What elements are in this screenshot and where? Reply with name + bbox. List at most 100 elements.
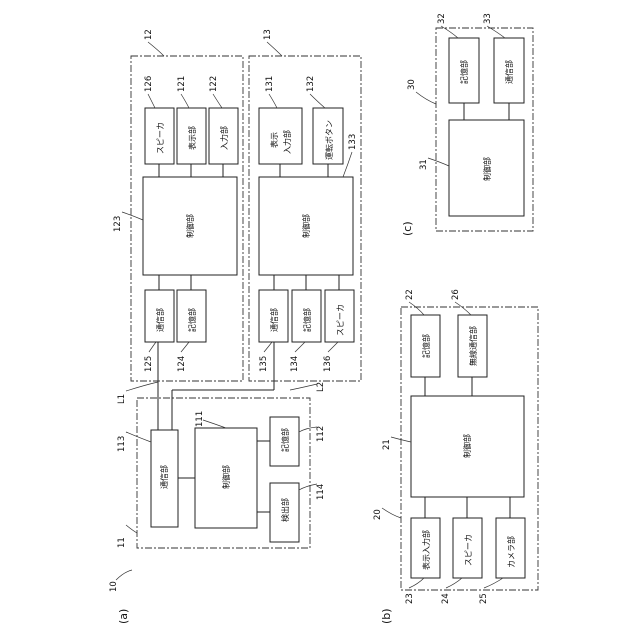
ref-24: 24 bbox=[441, 593, 451, 604]
ref-125: 125 bbox=[144, 356, 154, 372]
ref-122: 122 bbox=[209, 76, 219, 92]
leader-31 bbox=[428, 158, 449, 166]
figure-a: (a) 10 11 通信部 113 制御部 111 記憶部 112 検出部 11… bbox=[109, 29, 361, 624]
caption-b: (b) bbox=[380, 608, 393, 624]
comm-unit-33-label: 通信部 bbox=[504, 60, 514, 84]
leader-134 bbox=[295, 342, 305, 352]
figure-c: (c) 30 記憶部 32 通信部 33 制御部 31 bbox=[401, 13, 533, 236]
leader-25 bbox=[484, 578, 503, 588]
display-input-unit-131-label-2: 入力部 bbox=[282, 130, 292, 154]
ref-33: 33 bbox=[483, 13, 493, 24]
ref-22: 22 bbox=[405, 289, 415, 300]
leader-135 bbox=[264, 342, 272, 352]
leader-20 bbox=[382, 508, 401, 518]
ref-L2: L2 bbox=[316, 382, 326, 392]
comm-unit-125-label: 通信部 bbox=[155, 308, 165, 332]
ref-121: 121 bbox=[177, 76, 187, 92]
leader-30 bbox=[416, 92, 436, 104]
ref-10: 10 bbox=[109, 581, 119, 592]
ref-112: 112 bbox=[316, 426, 326, 442]
control-unit-123-label: 制御部 bbox=[185, 214, 195, 238]
comm-unit-135-label: 通信部 bbox=[269, 308, 279, 332]
display-input-unit-131 bbox=[259, 108, 302, 164]
leader-24 bbox=[446, 578, 462, 588]
leader-L1 bbox=[126, 382, 158, 391]
wireless-unit-26-label: 無線通信部 bbox=[468, 326, 478, 366]
leader-114 bbox=[299, 484, 317, 490]
storage-unit-112-label: 記憶部 bbox=[280, 428, 290, 452]
speaker-unit-136-label: スピーカ bbox=[336, 304, 345, 336]
ref-134: 134 bbox=[290, 356, 300, 372]
ref-30: 30 bbox=[407, 79, 417, 90]
ref-133: 133 bbox=[348, 134, 358, 150]
leader-L2 bbox=[290, 384, 317, 390]
display-unit-121-label: 表示部 bbox=[187, 126, 197, 150]
ref-23: 23 bbox=[405, 593, 415, 604]
ref-26: 26 bbox=[451, 289, 461, 300]
leader-136 bbox=[328, 342, 338, 352]
leader-111 bbox=[203, 420, 226, 428]
leader-123 bbox=[122, 212, 143, 220]
speaker-unit-126-label: スピーカ bbox=[156, 122, 165, 154]
control-unit-21-label: 制御部 bbox=[462, 434, 472, 458]
ref-114: 114 bbox=[316, 484, 326, 500]
leader-122 bbox=[213, 94, 222, 108]
storage-unit-22-label: 記憶部 bbox=[421, 334, 431, 358]
display-input-unit-23-label: 表示入力部 bbox=[421, 530, 431, 570]
display-input-unit-131-label-1: 表示 bbox=[269, 132, 279, 148]
leader-124 bbox=[181, 342, 189, 352]
leader-10 bbox=[116, 570, 132, 580]
device-13: 13 表示 入力部 131 運転ボタン 132 制御部 133 通信部 135 … bbox=[249, 29, 361, 381]
leader-12 bbox=[148, 42, 164, 56]
leader-121 bbox=[181, 94, 189, 108]
detect-unit-114-label: 検出部 bbox=[280, 498, 290, 522]
ref-111: 111 bbox=[195, 411, 205, 427]
leader-26 bbox=[455, 302, 471, 315]
ref-135: 135 bbox=[259, 356, 269, 372]
device-11: 11 通信部 113 制御部 111 記憶部 112 検出部 114 bbox=[117, 398, 326, 548]
leader-23 bbox=[409, 578, 424, 588]
caption-a: (a) bbox=[117, 609, 130, 624]
ref-31: 31 bbox=[419, 159, 429, 170]
ref-136: 136 bbox=[323, 356, 333, 372]
ref-25: 25 bbox=[479, 593, 489, 604]
ref-126: 126 bbox=[144, 76, 154, 92]
control-unit-133-label: 制御部 bbox=[301, 214, 311, 238]
ref-132: 132 bbox=[306, 76, 316, 92]
leader-112 bbox=[299, 427, 317, 432]
ref-21: 21 bbox=[382, 439, 392, 450]
ref-123: 123 bbox=[113, 216, 123, 232]
storage-unit-32-label: 記憶部 bbox=[459, 60, 469, 84]
leader-126 bbox=[148, 94, 155, 108]
caption-c: (c) bbox=[401, 221, 414, 236]
ref-20: 20 bbox=[373, 509, 383, 520]
leader-11 bbox=[126, 525, 137, 533]
input-unit-122-label: 入力部 bbox=[219, 126, 229, 150]
comm-unit-113-label: 通信部 bbox=[159, 465, 169, 489]
ref-11: 11 bbox=[117, 537, 127, 548]
speaker-unit-24-label: スピーカ bbox=[464, 534, 473, 566]
ref-13: 13 bbox=[263, 29, 273, 40]
run-button-132-label: 運転ボタン bbox=[325, 120, 334, 160]
device-12: 12 スピーカ 126 表示部 121 入力部 122 制御部 123 通信部 … bbox=[113, 29, 243, 381]
ref-131: 131 bbox=[265, 76, 275, 92]
leader-133 bbox=[343, 152, 352, 177]
leader-131 bbox=[269, 94, 277, 108]
camera-unit-25-label: カメラ部 bbox=[506, 536, 516, 568]
ref-113: 113 bbox=[117, 436, 127, 452]
storage-unit-124-label: 記憶部 bbox=[187, 308, 197, 332]
leader-125 bbox=[149, 342, 156, 352]
leader-13 bbox=[267, 42, 282, 56]
ref-32: 32 bbox=[437, 13, 447, 24]
storage-unit-134-label: 記憶部 bbox=[302, 308, 312, 332]
ref-12: 12 bbox=[144, 29, 154, 40]
ref-L1: L1 bbox=[117, 394, 127, 404]
leader-22 bbox=[409, 302, 424, 315]
figure-b: (b) 20 記憶部 22 無線通信部 26 制御部 21 表示入力部 23 ス… bbox=[373, 289, 538, 624]
leader-132 bbox=[310, 94, 325, 108]
leader-113 bbox=[126, 432, 151, 442]
control-unit-111-label: 制御部 bbox=[221, 465, 231, 489]
ref-124: 124 bbox=[177, 356, 187, 372]
control-unit-31-label: 制御部 bbox=[482, 157, 492, 181]
